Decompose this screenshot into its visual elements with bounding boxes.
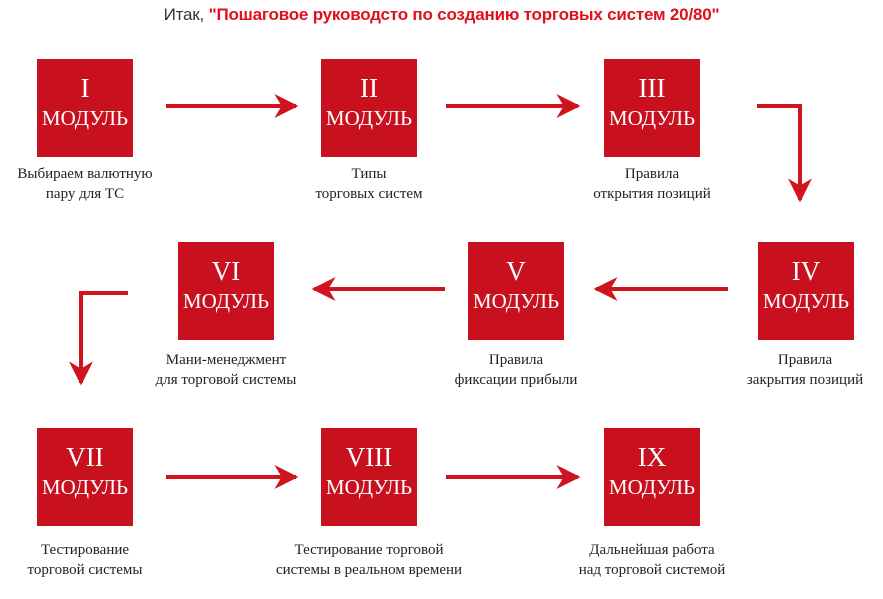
arrow-6-7: [69, 291, 128, 386]
module-3-box: III МОДУЛЬ: [604, 59, 700, 157]
module-6-box: VI МОДУЛЬ: [178, 242, 274, 340]
module-8-caption: Тестирование торговой системы в реальном…: [269, 540, 469, 580]
module-2-word: МОДУЛЬ: [325, 106, 413, 130]
module-3-word: МОДУЛЬ: [608, 106, 696, 130]
title-accent: "Пошаговое руководсто по созданию торгов…: [208, 5, 720, 24]
module-5-box: V МОДУЛЬ: [468, 242, 564, 340]
module-2-caption-line2: торговых систем: [315, 186, 423, 202]
module-8-word: МОДУЛЬ: [325, 475, 413, 499]
module-6-caption: Мани-менеджмент для торговой системы: [136, 350, 316, 390]
module-4-caption-line1: Правила: [777, 352, 833, 368]
page-title: Итак, "Пошаговое руководсто по созданию …: [0, 5, 883, 25]
module-7-caption: Тестирование торговой системы: [0, 540, 175, 580]
module-1-caption-line1: Выбираем валютную: [17, 166, 153, 182]
module-6-caption-line1: Мани-менеджмент: [165, 352, 287, 368]
module-2-caption-line1: Типы: [351, 166, 387, 182]
module-4-caption: Правила закрытия позиций: [715, 350, 883, 390]
arrow-3-4: [757, 104, 812, 203]
module-5-caption: Правила фиксации прибыли: [426, 350, 606, 390]
module-8-box: VIII МОДУЛЬ: [321, 428, 417, 526]
module-2-box: II МОДУЛЬ: [321, 59, 417, 157]
module-4-caption-line2: закрытия позиций: [746, 372, 864, 388]
module-7-number: VII: [66, 442, 104, 472]
module-8-number: VIII: [345, 442, 393, 472]
module-1-caption: Выбираем валютную пару для ТС: [0, 164, 175, 204]
module-4-number: IV: [791, 256, 821, 286]
module-9-caption-line2: над торговой системой: [578, 562, 726, 578]
module-1-box: I МОДУЛЬ: [37, 59, 133, 157]
module-7-caption-line2: торговой системы: [27, 562, 143, 578]
module-2-caption: Типы торговых систем: [279, 164, 459, 204]
module-6-number: VI: [211, 256, 241, 286]
module-5-caption-line2: фиксации прибыли: [454, 372, 578, 388]
module-9-box: IX МОДУЛЬ: [604, 428, 700, 526]
module-1-word: МОДУЛЬ: [41, 106, 129, 130]
module-4-box: IV МОДУЛЬ: [758, 242, 854, 340]
module-9-number: IX: [637, 442, 667, 472]
module-9-caption-line1: Дальнейшая работа: [589, 542, 715, 558]
module-2-number: II: [360, 73, 378, 103]
module-9-word: МОДУЛЬ: [608, 475, 696, 499]
module-3-caption-line1: Правила: [624, 166, 680, 182]
module-5-caption-line1: Правила: [488, 352, 544, 368]
module-4-word: МОДУЛЬ: [762, 289, 850, 313]
module-3-caption-line2: открытия позиций: [593, 186, 711, 202]
module-7-caption-line1: Тестирование: [40, 542, 130, 558]
module-7-word: МОДУЛЬ: [41, 475, 129, 499]
module-3-number: III: [638, 73, 666, 103]
module-1-caption-line2: пару для ТС: [45, 186, 125, 202]
module-8-caption-line1: Тестирование торговой: [294, 542, 444, 558]
module-6-word: МОДУЛЬ: [182, 289, 270, 313]
module-9-caption: Дальнейшая работа над торговой системой: [562, 540, 742, 580]
module-5-word: МОДУЛЬ: [472, 289, 560, 313]
module-3-caption: Правила открытия позиций: [562, 164, 742, 204]
module-7-box: VII МОДУЛЬ: [37, 428, 133, 526]
module-5-number: V: [506, 256, 526, 286]
title-intro: Итак,: [163, 5, 209, 24]
module-8-caption-line2: системы в реальном времени: [275, 562, 463, 578]
module-6-caption-line2: для торговой системы: [155, 372, 297, 388]
module-1-number: I: [80, 73, 90, 103]
